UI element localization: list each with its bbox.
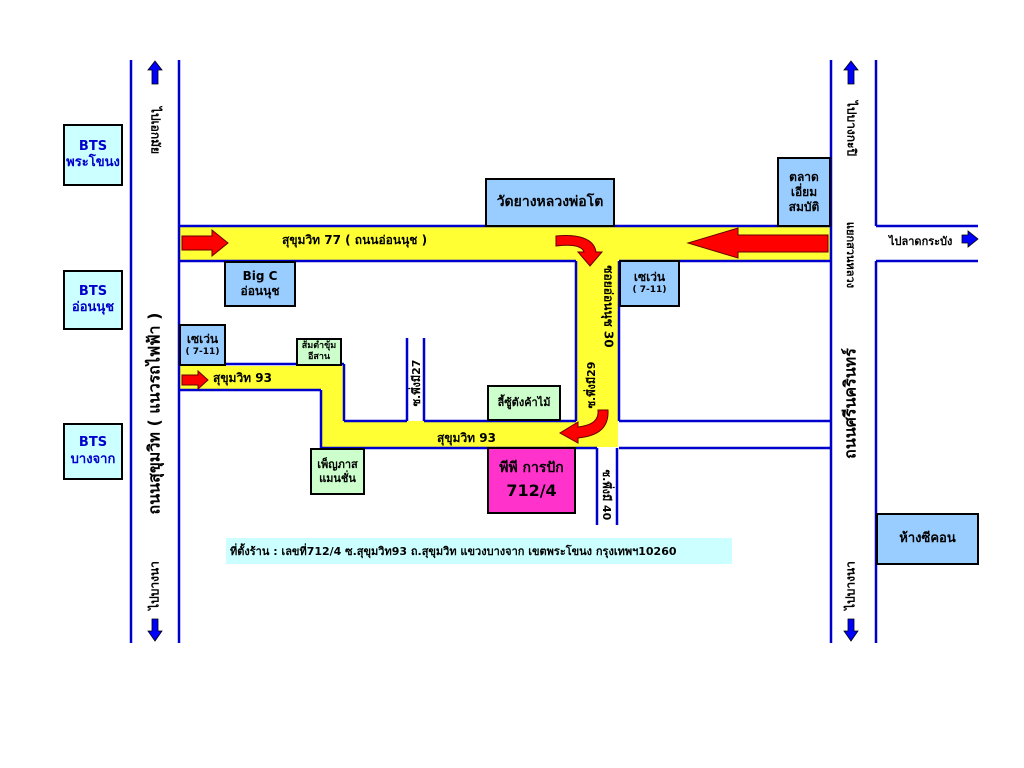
place-name-line: เซเว่น [633, 270, 666, 285]
label-to-bangna-left: ไปบางนา [147, 561, 162, 610]
place-name-line: เอี่ยม [790, 184, 818, 199]
bts-bang-chak: BTS บางจาก [63, 423, 123, 480]
bts-station-name: บางจาก [70, 451, 116, 467]
phenyapas-mansion: เพ็ญภาส แมนชั่น [310, 448, 365, 495]
bts-label: BTS [78, 283, 108, 299]
arrow-right-icon [961, 230, 979, 248]
place-name-line: เพ็ญภาส [317, 457, 358, 471]
label-sukhumvit77: สุขุมวิท 77 ( ถนนอ่อนนุช ) [282, 233, 428, 247]
place-name: ห้างซีคอน [899, 530, 956, 546]
big-c-on-nut: Big C อ่อนนุช [224, 261, 296, 307]
lichu-timber: ลี้ซู้ตังค้าไม้ [487, 385, 561, 421]
wat-yang-luang-pho-to: วัดยางหลวงพ่อโต [485, 178, 615, 227]
label-to-latkrabang: ไปลาดกระบัง [889, 235, 953, 248]
label-soi-phueng-40: ซ.พึ่งมี 40 [600, 469, 613, 521]
place-name-line: Big C [242, 269, 278, 283]
shop-name: พีพี การปัก [499, 459, 564, 476]
label-to-bangkapi: ไปบางกะปิ [844, 100, 859, 157]
label-soi-phueng-27: ซ.พึ่งมี27 [410, 359, 423, 407]
place-name: วัดยางหลวงพ่อโต [496, 193, 604, 210]
place-name-line: เซเว่น [186, 331, 219, 346]
place-name-line: ส้มตำขุ้ม [301, 340, 337, 351]
market-iam-sombat: ตลาด เอี่ยม สมบัติ [777, 157, 831, 227]
place-name-line: อ่อนนุช [240, 284, 280, 298]
place-name-line: อีสาน [307, 352, 331, 362]
somtam-khum-isan: ส้มตำขุ้ม อีสาน [296, 338, 342, 366]
bts-label: BTS [78, 435, 108, 451]
label-sukhumvit93-upper: สุขุมวิท 93 [213, 371, 272, 385]
label-soi-onnut-30: ซอยอ่อนนุช 30 [601, 265, 616, 348]
label-to-bangna-right: ไปบางนา [843, 561, 858, 610]
place-name-line: สมบัติ [788, 199, 820, 214]
label-suan-luang-junction: แยกสวนหลวง [844, 221, 857, 289]
route-sukhumvit93 [180, 366, 576, 447]
road-lines [129, 60, 978, 643]
seven-eleven-right: เซเว่น ( 7-11) [619, 260, 680, 307]
place-name-line: แมนชั่น [319, 471, 356, 485]
shop-address: ที่ตั้งร้าน : เลขที่712/4 ซ.สุขุมวิท93 ถ… [226, 538, 732, 564]
label-srinakarin-road: ถนนศรีนครินทร์ [840, 348, 860, 459]
place-name-line: ( 7-11) [185, 346, 220, 357]
arrow-down-icon [147, 618, 859, 642]
label-soi-phueng-29: ซ.พึ่งมี29 [585, 361, 598, 409]
pp-embroidery-shop: พีพี การปัก 712/4 [487, 447, 576, 514]
seacon-mall: ห้างซีคอน [876, 513, 979, 565]
bts-on-nut: BTS อ่อนนุช [63, 270, 123, 330]
seven-eleven-left: เซเว่น ( 7-11) [179, 324, 226, 366]
label-sukhumvit93-lower: สุขุมวิท 93 [437, 431, 496, 445]
label-to-ekkamai: ไปเอกมัย [148, 106, 163, 155]
place-name: ลี้ซู้ตังค้าไม้ [497, 396, 551, 410]
place-name-line: ( 7-11) [632, 285, 667, 296]
place-name-line: ตลาด [789, 169, 819, 184]
arrow-up-icon [147, 60, 859, 85]
bts-station-name: อ่อนนุช [71, 300, 115, 315]
shop-number: 712/4 [506, 481, 557, 501]
label-sukhumvit-main-road: ถนนสุขุมวิท ( แนวรถไฟฟ้า ) [144, 312, 164, 515]
red-arrow-left-icon [686, 227, 829, 259]
bts-label: BTS [78, 138, 108, 154]
route-onnut30 [576, 227, 618, 447]
bts-phra-khanong: BTS พระโขนง [63, 124, 123, 186]
red-curve-arrow-icon [555, 235, 609, 444]
bts-station-name: พระโขนง [66, 155, 120, 170]
red-arrow-right-icon [181, 228, 229, 391]
